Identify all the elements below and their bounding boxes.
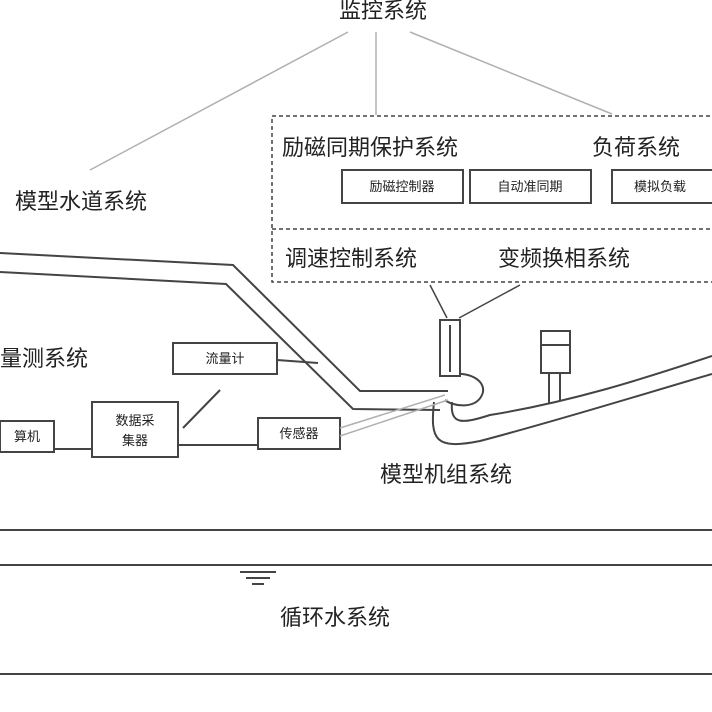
load-system-label: 负荷系统 (592, 136, 680, 161)
unit-system-label: 模型机组系统 (380, 463, 512, 488)
guide-line-to-water-channel (89, 31, 349, 171)
vfd-system-label: 变频换相系统 (498, 247, 630, 272)
simulated-load-box (611, 169, 712, 204)
sensor-to-unit-line-1 (339, 394, 446, 429)
data-collector-label-line2: 集器 (122, 433, 148, 449)
measure-system-label: 量测系统 (0, 347, 88, 372)
spiral-casing (439, 372, 485, 407)
guide-line-speed (429, 284, 448, 319)
penstock-upper-line (0, 252, 448, 392)
guide-line-vfd (458, 284, 521, 319)
flow-meter-label: 流量计 (205, 352, 244, 367)
generator-unit (540, 330, 571, 374)
data-collector-label-line1: 数据采 (115, 414, 154, 429)
excitation-system-label: 励磁同期保护系统 (282, 136, 458, 161)
draft-tube-upper (450, 355, 712, 422)
computer-box (0, 420, 55, 453)
collector-to-flow-meter-line (182, 389, 221, 429)
data-collector-box (91, 401, 179, 458)
flow-meter-box (172, 342, 278, 375)
flow-meter-to-pipe-line (276, 359, 319, 364)
sensor-box (257, 417, 341, 450)
draft-tube-lower (431, 373, 712, 446)
penstock-lower-line (0, 271, 441, 411)
sensor-to-unit-line-2 (339, 399, 449, 437)
monitor-system-label: 监控系统 (339, 0, 427, 24)
speed-control-system-label: 调速控制系统 (285, 247, 417, 272)
auto-sync-box (469, 169, 592, 204)
water-channel-system-label: 模型水道系统 (15, 190, 147, 215)
computer-label: 算机 (14, 430, 40, 445)
simulated-load-label: 模拟负载 (634, 180, 686, 195)
auto-sync-label: 自动准同期 (497, 180, 562, 195)
circulating-water-system-label: 循环水系统 (280, 606, 390, 631)
guide-line-to-load (409, 31, 613, 115)
control-dashed-box (271, 115, 712, 283)
excitation-controller-label: 励磁控制器 (369, 180, 434, 195)
sensor-label: 传感器 (279, 426, 318, 442)
excitation-controller-box (341, 169, 464, 204)
